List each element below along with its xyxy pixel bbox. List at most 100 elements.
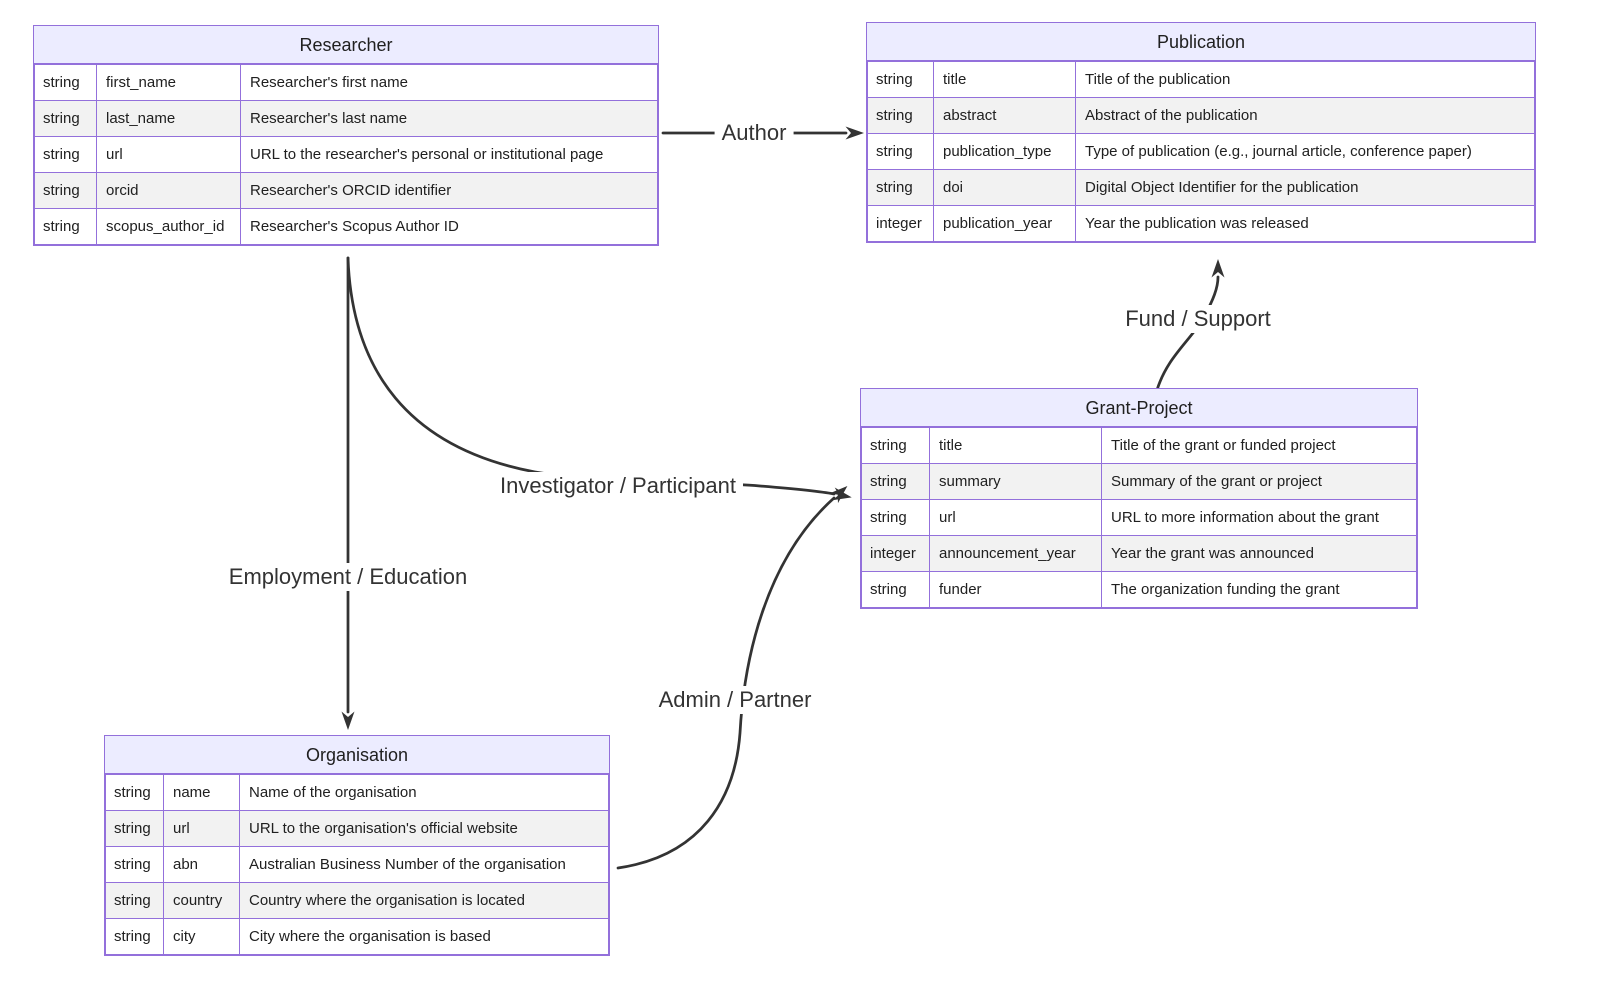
entity-title-publication: Publication <box>867 23 1535 61</box>
attr-type-cell: string <box>861 427 930 464</box>
relationship-label-admin-partner: Admin / Partner <box>651 686 819 714</box>
attribute-row: string orcid Researcher's ORCID identifi… <box>34 172 658 209</box>
relationship-label-fund-support: Fund / Support <box>1118 305 1278 333</box>
attr-type-cell: string <box>34 208 97 245</box>
attr-desc-cell: Year the grant was announced <box>1101 535 1417 572</box>
attr-name-cell: title <box>933 61 1076 98</box>
entity-title-organisation: Organisation <box>105 736 609 774</box>
entity-title-researcher: Researcher <box>34 26 658 64</box>
attribute-row: string first_name Researcher's first nam… <box>34 64 658 101</box>
attr-desc-cell: The organization funding the grant <box>1101 571 1417 608</box>
attribute-row: string abn Australian Business Number of… <box>105 846 609 883</box>
attr-type-cell: integer <box>861 535 930 572</box>
attr-name-cell: publication_type <box>933 133 1076 170</box>
attr-type-cell: string <box>867 169 934 206</box>
attr-type-cell: string <box>34 172 97 209</box>
attr-name-cell: first_name <box>96 64 241 101</box>
attr-desc-cell: Type of publication (e.g., journal artic… <box>1075 133 1535 170</box>
edge-admin-partner <box>616 485 848 870</box>
attr-type-cell: string <box>105 774 164 811</box>
attr-desc-cell: Country where the organisation is locate… <box>239 882 609 919</box>
attr-name-cell: name <box>163 774 240 811</box>
attribute-row: string doi Digital Object Identifier for… <box>867 169 1535 206</box>
entity-attributes-organisation: string name Name of the organisation str… <box>105 774 609 955</box>
attribute-row: string title Title of the publication <box>867 61 1535 98</box>
attr-desc-cell: Name of the organisation <box>239 774 609 811</box>
attr-name-cell: orcid <box>96 172 241 209</box>
attr-name-cell: doi <box>933 169 1076 206</box>
attr-name-cell: publication_year <box>933 205 1076 242</box>
attr-desc-cell: Summary of the grant or project <box>1101 463 1417 500</box>
edge-investigator-participant <box>346 256 852 501</box>
attr-desc-cell: Title of the publication <box>1075 61 1535 98</box>
attr-name-cell: city <box>163 918 240 955</box>
attr-name-cell: abn <box>163 846 240 883</box>
attr-type-cell: integer <box>867 205 934 242</box>
attr-desc-cell: Title of the grant or funded project <box>1101 427 1417 464</box>
attr-desc-cell: URL to the organisation's official websi… <box>239 810 609 847</box>
attr-name-cell: title <box>929 427 1102 464</box>
attribute-row: string abstract Abstract of the publicat… <box>867 97 1535 134</box>
attr-name-cell: url <box>929 499 1102 536</box>
entity-organisation: Organisation string name Name of the org… <box>104 735 610 956</box>
attr-desc-cell: Researcher's last name <box>240 100 658 137</box>
attribute-row: integer announcement_year Year the grant… <box>861 535 1417 572</box>
attr-type-cell: string <box>867 61 934 98</box>
attr-name-cell: announcement_year <box>929 535 1102 572</box>
attr-type-cell: string <box>867 133 934 170</box>
attr-name-cell: funder <box>929 571 1102 608</box>
attribute-row: string city City where the organisation … <box>105 918 609 955</box>
attr-desc-cell: Researcher's first name <box>240 64 658 101</box>
attribute-row: string country Country where the organis… <box>105 882 609 919</box>
attr-type-cell: string <box>34 100 97 137</box>
attribute-row: string url URL to the organisation's off… <box>105 810 609 847</box>
attr-desc-cell: City where the organisation is based <box>239 918 609 955</box>
attr-type-cell: string <box>105 918 164 955</box>
attr-name-cell: country <box>163 882 240 919</box>
attr-name-cell: url <box>163 810 240 847</box>
attr-name-cell: summary <box>929 463 1102 500</box>
attribute-row: string url URL to the researcher's perso… <box>34 136 658 173</box>
entity-publication: Publication string title Title of the pu… <box>866 22 1536 243</box>
relationship-label-employment-education: Employment / Education <box>221 563 475 591</box>
attribute-row: string url URL to more information about… <box>861 499 1417 536</box>
edge-fund-support <box>1155 259 1225 392</box>
entity-grant-project: Grant-Project string title Title of the … <box>860 388 1418 609</box>
attr-desc-cell: URL to the researcher's personal or inst… <box>240 136 658 173</box>
attr-desc-cell: Abstract of the publication <box>1075 97 1535 134</box>
attr-name-cell: url <box>96 136 241 173</box>
relationship-label-investigator-participant: Investigator / Participant <box>492 472 744 500</box>
attr-type-cell: string <box>861 499 930 536</box>
attribute-row: string funder The organization funding t… <box>861 571 1417 608</box>
attribute-row: string summary Summary of the grant or p… <box>861 463 1417 500</box>
attr-type-cell: string <box>861 571 930 608</box>
attr-desc-cell: Researcher's Scopus Author ID <box>240 208 658 245</box>
attr-type-cell: string <box>34 136 97 173</box>
attribute-row: integer publication_year Year the public… <box>867 205 1535 242</box>
attr-type-cell: string <box>867 97 934 134</box>
attr-desc-cell: Australian Business Number of the organi… <box>239 846 609 883</box>
entity-attributes-grant-project: string title Title of the grant or funde… <box>861 427 1417 608</box>
entity-researcher: Researcher string first_name Researcher'… <box>33 25 659 246</box>
entity-attributes-researcher: string first_name Researcher's first nam… <box>34 64 658 245</box>
attr-desc-cell: Researcher's ORCID identifier <box>240 172 658 209</box>
attr-desc-cell: Digital Object Identifier for the public… <box>1075 169 1535 206</box>
attribute-row: string scopus_author_id Researcher's Sco… <box>34 208 658 245</box>
attr-type-cell: string <box>105 846 164 883</box>
attr-desc-cell: URL to more information about the grant <box>1101 499 1417 536</box>
attr-name-cell: last_name <box>96 100 241 137</box>
attribute-row: string title Title of the grant or funde… <box>861 427 1417 464</box>
attr-desc-cell: Year the publication was released <box>1075 205 1535 242</box>
entity-attributes-publication: string title Title of the publication st… <box>867 61 1535 242</box>
attribute-row: string name Name of the organisation <box>105 774 609 811</box>
attr-type-cell: string <box>105 882 164 919</box>
attr-name-cell: scopus_author_id <box>96 208 241 245</box>
attribute-row: string last_name Researcher's last name <box>34 100 658 137</box>
relationship-label-author: Author <box>714 119 794 147</box>
attr-type-cell: string <box>861 463 930 500</box>
attr-type-cell: string <box>34 64 97 101</box>
attribute-row: string publication_type Type of publicat… <box>867 133 1535 170</box>
entity-title-grant-project: Grant-Project <box>861 389 1417 427</box>
attr-name-cell: abstract <box>933 97 1076 134</box>
attr-type-cell: string <box>105 810 164 847</box>
